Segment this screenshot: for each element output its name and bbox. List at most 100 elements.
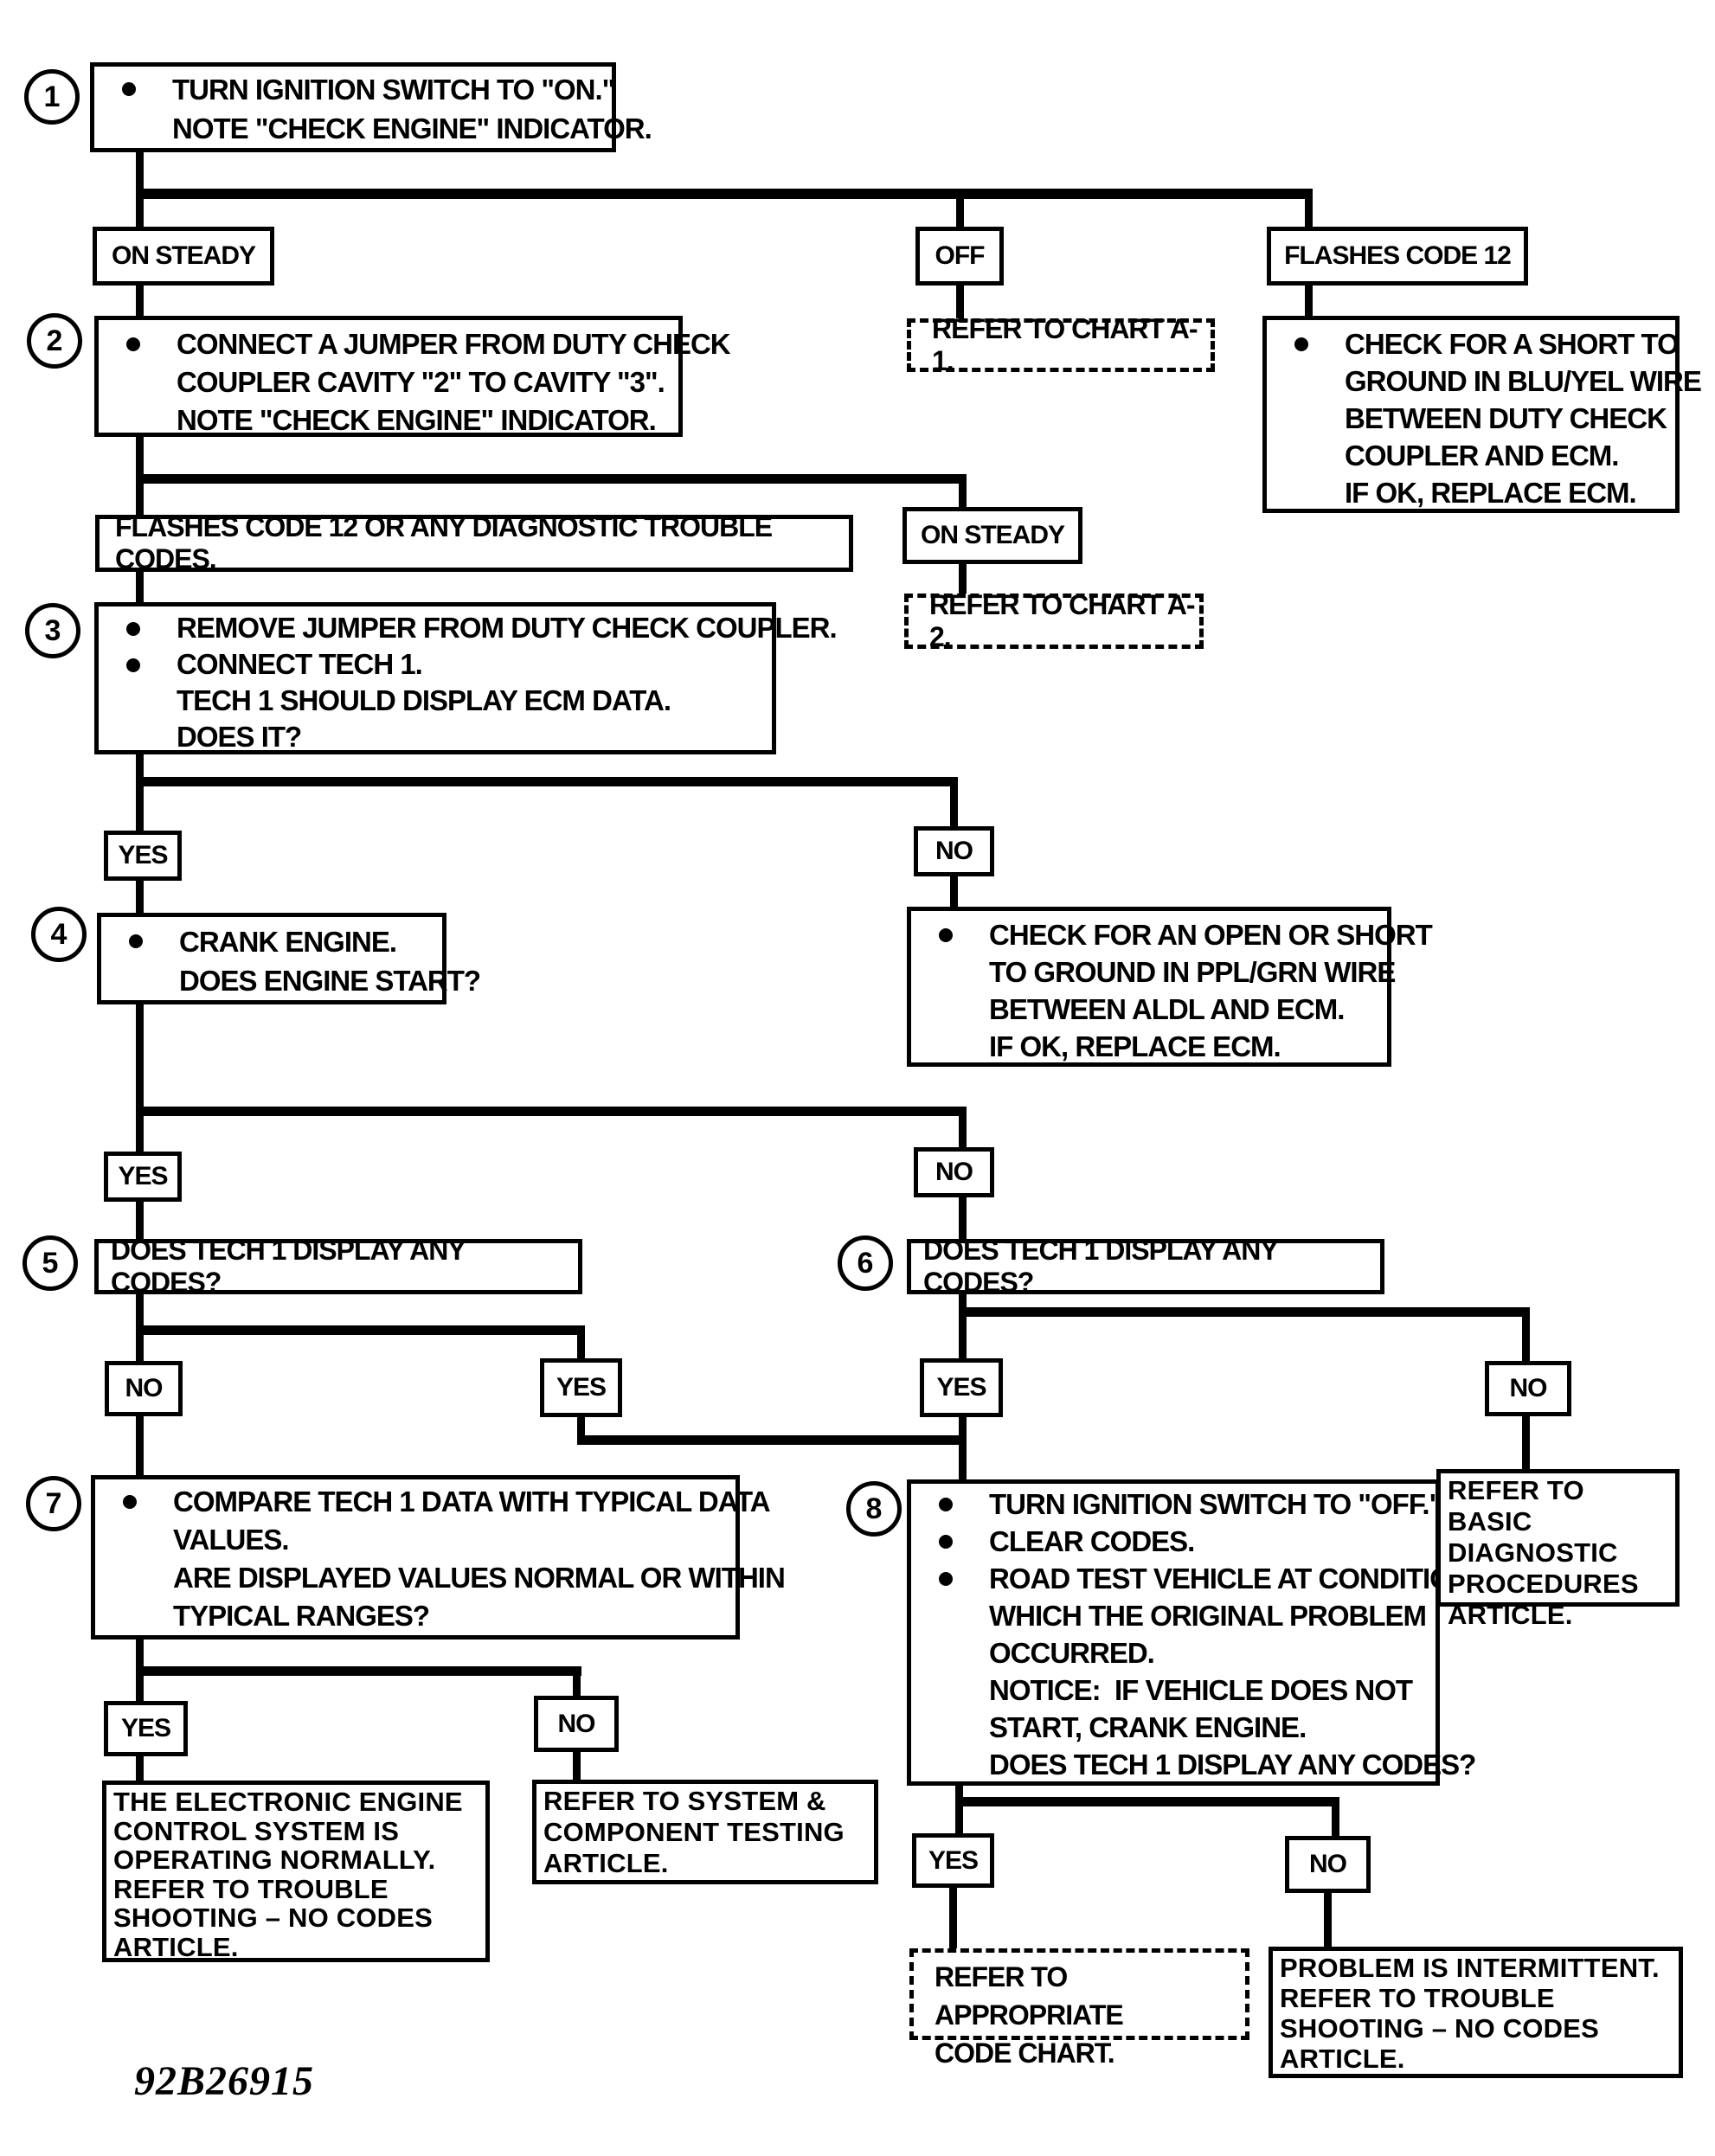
text-line: CRANK ENGINE. (101, 922, 442, 961)
label-no-step4: NO (914, 1147, 994, 1197)
figure-number: 92B26915 (134, 2058, 315, 2104)
text: CRANK ENGINE. (179, 926, 397, 958)
text-line: NOTICE: IF VEHICLE DOES NOT (911, 1672, 1436, 1709)
label-yes-step4: YES (104, 1152, 182, 1202)
text: NO (125, 1374, 164, 1402)
text-line: DOES IT? (99, 719, 772, 755)
text: WHICH THE ORIGINAL PROBLEM (989, 1600, 1427, 1632)
bullet-icon (126, 658, 140, 672)
connector-line (573, 1750, 581, 1781)
text-line: ARTICLE. (543, 1848, 669, 1878)
step-circle-7: 7 (26, 1476, 81, 1531)
node-problem-intermittent: PROBLEM IS INTERMITTENT. REFER TO TROUBL… (1269, 1947, 1683, 2078)
label-off: OFF (915, 227, 1004, 286)
text-line: THE ELECTRONIC ENGINE (113, 1787, 463, 1817)
text-line: REFER TO APPROPRIATE (935, 1961, 1124, 2031)
bullet-icon (939, 1572, 953, 1586)
text: ARE DISPLAYED VALUES NORMAL OR WITHIN (173, 1562, 786, 1594)
text: START, CRANK ENGINE. (989, 1711, 1307, 1743)
bullet-icon (939, 1535, 953, 1549)
connector-line (1324, 1891, 1332, 1948)
step-number: 6 (857, 1246, 874, 1280)
connector-line (959, 1307, 1530, 1317)
text-line: ARTICLE. (113, 1931, 239, 1962)
step-circle-8: 8 (846, 1481, 902, 1537)
connector-line (136, 1107, 967, 1116)
connector-line (959, 1307, 967, 1360)
connector-line (136, 1755, 144, 1783)
text: ROAD TEST VEHICLE AT CONDITION (989, 1562, 1472, 1595)
text-line: DOES ENGINE START? (101, 961, 481, 1000)
node-refer-basic-diagnostic: REFER TO BASIC DIAGNOSTIC PROCEDURES ART… (1436, 1469, 1680, 1630)
label-no-step5: NO (105, 1361, 183, 1416)
connector-line (136, 284, 144, 318)
text-line: DIAGNOSTIC (1448, 1537, 1618, 1568)
text-line: BETWEEN DUTY CHECK (1267, 400, 1675, 437)
step-circle-2: 2 (27, 313, 82, 369)
text: DOES TECH 1 DISPLAY ANY CODES? (111, 1235, 466, 1298)
bullet-icon (122, 82, 136, 96)
text-line: COMPARE TECH 1 DATA WITH TYPICAL DATA (95, 1483, 771, 1521)
connector-line (136, 152, 144, 194)
text-line: GROUND IN BLU/YEL WIRE (1267, 363, 1702, 400)
text-line: REFER TO BASIC (1448, 1475, 1584, 1537)
step-circle-4: 4 (31, 907, 87, 962)
text-line: CONTROL SYSTEM IS (113, 1815, 400, 1846)
connector-line (136, 1638, 144, 1676)
text: NO (935, 837, 973, 865)
connector-line (136, 1002, 144, 1116)
connector-line (136, 753, 144, 787)
text-line: CLEAR CODES. (911, 1523, 1436, 1560)
text-line: CONNECT A JUMPER FROM DUTY CHECK (99, 325, 731, 363)
connector-line (577, 1325, 585, 1360)
text-line: SHOOTING – NO CODES (113, 1903, 433, 1933)
text: FLASHES CODE 12 (1284, 241, 1512, 270)
text: NOTICE: IF VEHICLE DOES NOT (989, 1674, 1413, 1706)
text: YES (556, 1373, 607, 1402)
node-refer-system-component-testing: REFER TO SYSTEM & COMPONENT TESTING ARTI… (532, 1780, 878, 1884)
connector-line (955, 1784, 963, 1833)
connector-line (959, 1293, 967, 1317)
step-number: 3 (44, 613, 61, 647)
connector-line (956, 197, 964, 228)
text: CLEAR CODES. (989, 1525, 1195, 1557)
text-line: WHICH THE ORIGINAL PROBLEM (911, 1597, 1436, 1634)
step-circle-5: 5 (22, 1235, 78, 1291)
step-number: 8 (865, 1492, 883, 1525)
text-line: REFER TO SYSTEM & (543, 1786, 826, 1816)
connector-line (959, 1107, 967, 1149)
text: BETWEEN ALDL AND ECM. (989, 993, 1345, 1025)
connector-line (1522, 1307, 1530, 1363)
connector-line (136, 1293, 144, 1334)
text-line: SHOOTING – NO CODES (1280, 2013, 1599, 2044)
step-circle-3: 3 (25, 603, 80, 658)
connector-line (577, 1415, 585, 1445)
step-circle-1: 1 (24, 69, 80, 125)
text: BETWEEN DUTY CHECK (1345, 402, 1667, 434)
label-yes-step7: YES (104, 1701, 188, 1756)
text: DOES TECH 1 DISPLAY ANY CODES? (923, 1235, 1278, 1298)
text-line: START, CRANK ENGINE. (911, 1709, 1436, 1746)
connector-line (136, 1325, 144, 1363)
connector-line (959, 1415, 967, 1481)
text: OFF (935, 241, 986, 270)
text: DOES IT? (177, 721, 302, 753)
bullet-icon (129, 934, 143, 948)
text: CONNECT A JUMPER FROM DUTY CHECK (177, 328, 731, 360)
text: ON STEADY (111, 241, 256, 270)
text: YES (120, 1714, 171, 1742)
node-check-short-ground: CHECK FOR A SHORT TO GROUND IN BLU/YEL W… (1262, 316, 1702, 513)
connector-line (136, 569, 144, 604)
step-number: 7 (45, 1486, 62, 1520)
text: TYPICAL RANGES? (173, 1600, 430, 1632)
text-line: COUPLER CAVITY "2" TO CAVITY "3". (99, 363, 678, 401)
text: TURN IGNITION SWITCH TO "OFF." (989, 1488, 1442, 1520)
text-line: NOTE "CHECK ENGINE" INDICATOR. (99, 401, 678, 440)
text-line: IF OK, REPLACE ECM. (911, 1028, 1387, 1065)
text-line: VALUES. (95, 1521, 735, 1559)
connector-line (1305, 284, 1313, 318)
connector-line (136, 1415, 144, 1477)
text-line: REMOVE JUMPER FROM DUTY CHECK COUPLER. (99, 610, 838, 646)
text: YES (928, 1845, 979, 1875)
text-line: REFER TO TROUBLE (113, 1873, 389, 1904)
